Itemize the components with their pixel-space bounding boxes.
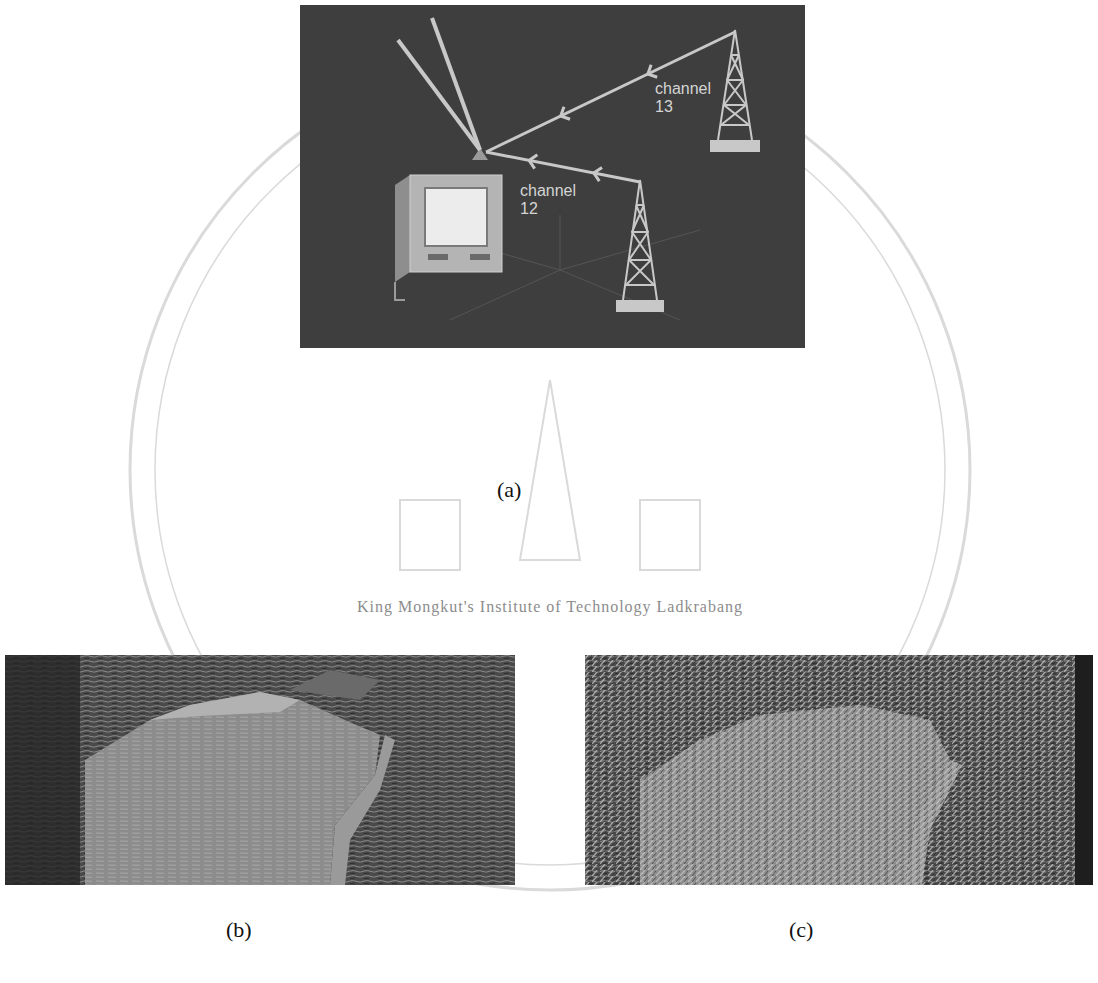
channel-label: channel 13 bbox=[655, 80, 711, 115]
channel-label: channel 12 bbox=[520, 182, 576, 217]
broadcast-illustration bbox=[300, 5, 805, 348]
panel-label: (c) bbox=[789, 918, 813, 942]
interference-photo bbox=[585, 655, 1093, 885]
signal-arrowhead bbox=[529, 155, 537, 169]
panel-label: (b) bbox=[226, 918, 252, 942]
watermark-text: King Mongkut's Institute of Technology L… bbox=[357, 598, 743, 616]
coast-photo bbox=[5, 655, 515, 885]
signal-arrowhead bbox=[561, 107, 570, 120]
panel-label: (a) bbox=[497, 478, 521, 502]
signal-arrowhead bbox=[594, 167, 602, 181]
signal-arrowhead bbox=[648, 65, 657, 78]
